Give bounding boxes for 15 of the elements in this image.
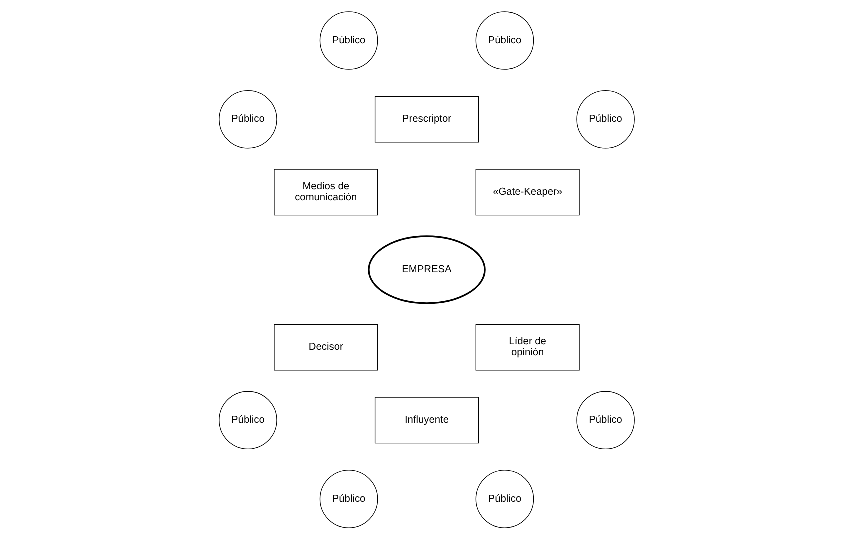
node-circle: Público xyxy=(475,12,534,70)
node-ellipse: EMPRESA xyxy=(368,236,486,304)
node-circle: Público xyxy=(576,391,634,450)
node-circle: Público xyxy=(475,470,534,528)
node-box: «Gate-Keaper» xyxy=(475,169,580,216)
node-box: Decisor xyxy=(274,324,378,371)
node-box: Influyente xyxy=(374,397,479,444)
node-circle: Público xyxy=(319,12,378,70)
node-box: Líder de opinión xyxy=(475,324,580,371)
node-circle: Público xyxy=(218,391,277,450)
node-circle: Público xyxy=(319,470,378,528)
node-box: Medios de comunicación xyxy=(274,169,378,216)
node-box: Prescriptor xyxy=(374,96,479,143)
node-circle: Público xyxy=(576,90,634,149)
node-circle: Público xyxy=(218,90,277,149)
